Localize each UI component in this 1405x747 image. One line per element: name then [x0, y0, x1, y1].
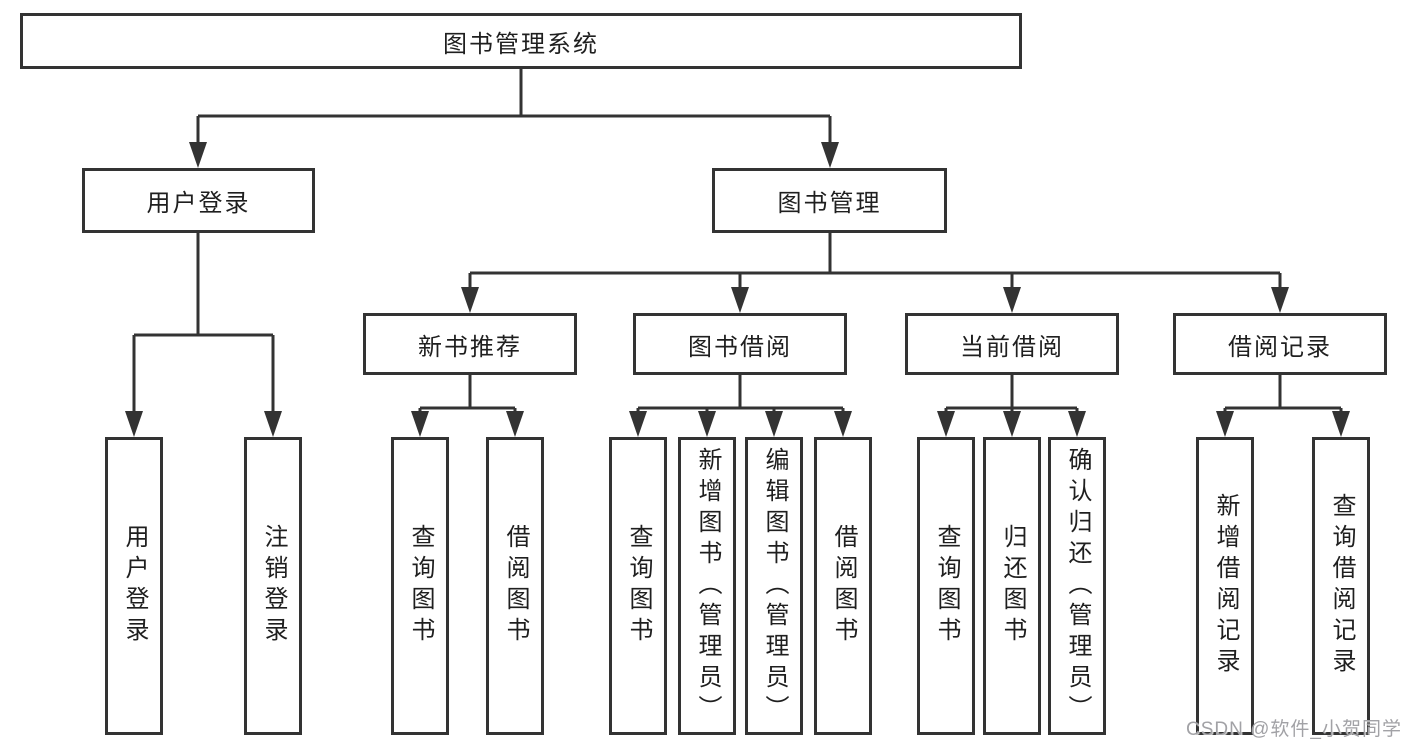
leaf-query-books-2: 查询图书	[609, 437, 667, 735]
node-current-borrowing: 当前借阅	[905, 313, 1119, 375]
node-new-book-recommendation: 新书推荐	[363, 313, 577, 375]
leaf-return-books: 归还图书	[983, 437, 1041, 735]
node-book-management: 图书管理	[712, 168, 947, 233]
node-borrowing-records: 借阅记录	[1173, 313, 1387, 375]
watermark: CSDN @软件_小贺同学	[1186, 719, 1402, 740]
leaf-query-books: 查询图书	[391, 437, 449, 735]
leaf-borrow-books-2: 借阅图书	[814, 437, 872, 735]
node-user-login: 用户登录	[82, 168, 315, 233]
leaf-query-books-3: 查询图书	[917, 437, 975, 735]
leaf-borrow-books: 借阅图书	[486, 437, 544, 735]
leaf-confirm-return-admin: 确认归还（管理员）	[1048, 437, 1106, 735]
leaf-query-borrow-record: 查询借阅记录	[1312, 437, 1370, 735]
leaf-add-borrow-record: 新增借阅记录	[1196, 437, 1254, 735]
node-library-management-system: 图书管理系统	[20, 13, 1022, 69]
node-book-borrowing: 图书借阅	[633, 313, 847, 375]
leaf-add-books-admin: 新增图书（管理员）	[678, 437, 736, 735]
leaf-logout: 注销登录	[244, 437, 302, 735]
leaf-edit-books-admin: 编辑图书（管理员）	[745, 437, 803, 735]
leaf-user-login: 用户登录	[105, 437, 163, 735]
